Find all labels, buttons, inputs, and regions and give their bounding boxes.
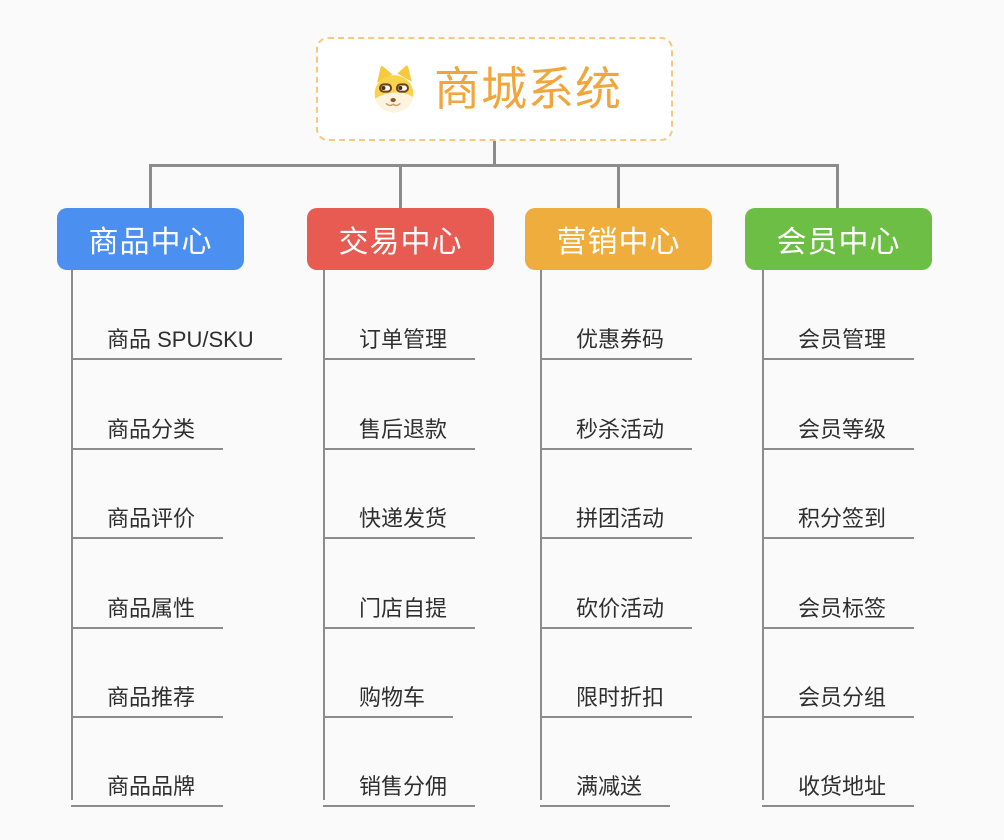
leaf-node[interactable]: 会员管理: [762, 313, 915, 360]
leaf-node[interactable]: 会员等级: [762, 403, 915, 450]
leaf-node[interactable]: 拼团活动: [540, 492, 693, 539]
leaf-node[interactable]: 商品推荐: [71, 671, 224, 718]
leaf-node[interactable]: 购物车: [323, 671, 454, 718]
leaf-node[interactable]: 秒杀活动: [540, 403, 693, 450]
leaf-node[interactable]: 订单管理: [323, 313, 476, 360]
leaf-node[interactable]: 商品品牌: [71, 760, 224, 807]
leaf-node[interactable]: 门店自提: [323, 582, 476, 629]
connector-drop-product: [149, 164, 152, 210]
branch-header-trade-center[interactable]: 交易中心: [307, 208, 494, 270]
connector-column-trunk-trade: [323, 270, 325, 800]
root-title: 商城系统: [434, 63, 622, 115]
connector-drop-trade: [399, 164, 402, 210]
connector-column-trunk-member: [762, 270, 764, 800]
leaf-node[interactable]: 会员标签: [762, 582, 915, 629]
branch-header-product-center[interactable]: 商品中心: [57, 208, 244, 270]
leaf-node[interactable]: 商品分类: [71, 403, 224, 450]
doge-icon: [367, 64, 421, 115]
leaf-node[interactable]: 快递发货: [323, 492, 476, 539]
connector-root-trunk: [493, 141, 496, 167]
leaf-node[interactable]: 销售分佣: [323, 760, 476, 807]
root-node[interactable]: 商城系统: [316, 37, 673, 141]
leaf-node[interactable]: 限时折扣: [540, 671, 693, 718]
leaf-node[interactable]: 商品评价: [71, 492, 224, 539]
leaf-node[interactable]: 砍价活动: [540, 582, 693, 629]
leaf-node[interactable]: 收货地址: [762, 760, 915, 807]
leaf-node[interactable]: 售后退款: [323, 403, 476, 450]
connector-horizontal-bus: [149, 164, 839, 167]
leaf-node[interactable]: 会员分组: [762, 671, 915, 718]
leaf-node[interactable]: 商品属性: [71, 582, 224, 629]
connector-drop-marketing: [617, 164, 620, 210]
leaf-node[interactable]: 商品 SPU/SKU: [71, 313, 282, 360]
leaf-node[interactable]: 满减送: [540, 760, 671, 807]
branch-header-marketing-center[interactable]: 营销中心: [525, 208, 712, 270]
connector-column-trunk-marketing: [540, 270, 542, 800]
connector-drop-member: [836, 164, 839, 210]
connector-column-trunk-product: [71, 270, 73, 800]
leaf-node[interactable]: 积分签到: [762, 492, 915, 539]
leaf-node[interactable]: 优惠券码: [540, 313, 693, 360]
branch-header-member-center[interactable]: 会员中心: [745, 208, 932, 270]
